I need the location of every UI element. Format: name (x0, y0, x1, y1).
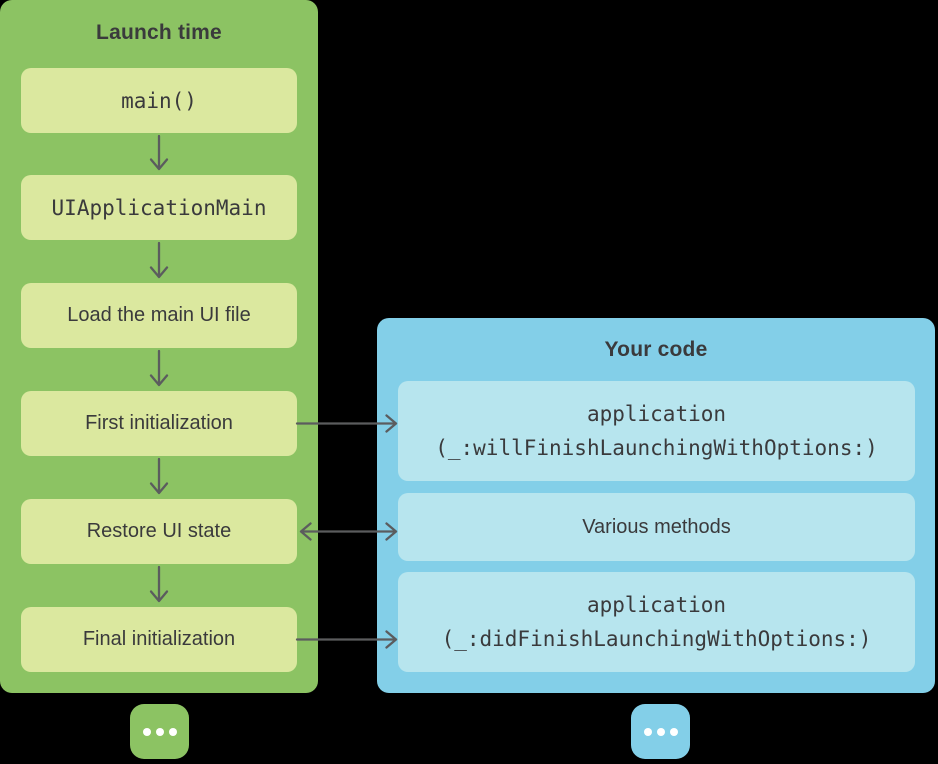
step-label: main() (121, 88, 197, 113)
code-label: application (_:willFinishLaunchingWithOp… (435, 402, 878, 460)
step-box-main: main() (21, 68, 297, 133)
step-box-load-main-ui-file: Load the main UI file (21, 283, 297, 348)
step-box-restore-ui-state: Restore UI state (21, 499, 297, 564)
ellipsis-icon (155, 727, 164, 736)
ellipsis-icon (142, 727, 151, 736)
ellipsis-icon (168, 727, 177, 736)
code-label: application (_:didFinishLaunchingWithOpt… (441, 593, 872, 651)
your-code-panel: Your code application (_:willFinishLaunc… (377, 318, 935, 693)
ellipsis-icon (669, 727, 678, 736)
launch-time-title: Launch time (96, 21, 222, 44)
ellipsis-icon (643, 727, 652, 736)
step-label: Restore UI state (86, 520, 232, 542)
step-label: UIApplicationMain (51, 195, 267, 220)
step-label: Final initialization (82, 628, 236, 650)
step-box-uiapplicationmain: UIApplicationMain (21, 175, 297, 240)
code-box-didfinishlaunching: application (_:didFinishLaunchingWithOpt… (398, 572, 915, 672)
launch-time-panel: Launch time main() UIApplicationMain Loa… (0, 0, 318, 693)
step-label: Load the main UI file (67, 304, 251, 326)
launch-time-more-button[interactable] (130, 704, 189, 759)
code-box-willfinishlaunching: application (_:willFinishLaunchingWithOp… (398, 381, 915, 481)
code-label: Various methods (582, 516, 731, 538)
ellipsis-icon (656, 727, 665, 736)
code-box-various-methods: Various methods (398, 493, 915, 561)
your-code-more-button[interactable] (631, 704, 690, 759)
your-code-title: Your code (604, 338, 708, 361)
step-box-final-initialization: Final initialization (21, 607, 297, 672)
step-box-first-initialization: First initialization (21, 391, 297, 456)
step-label: First initialization (85, 412, 233, 434)
